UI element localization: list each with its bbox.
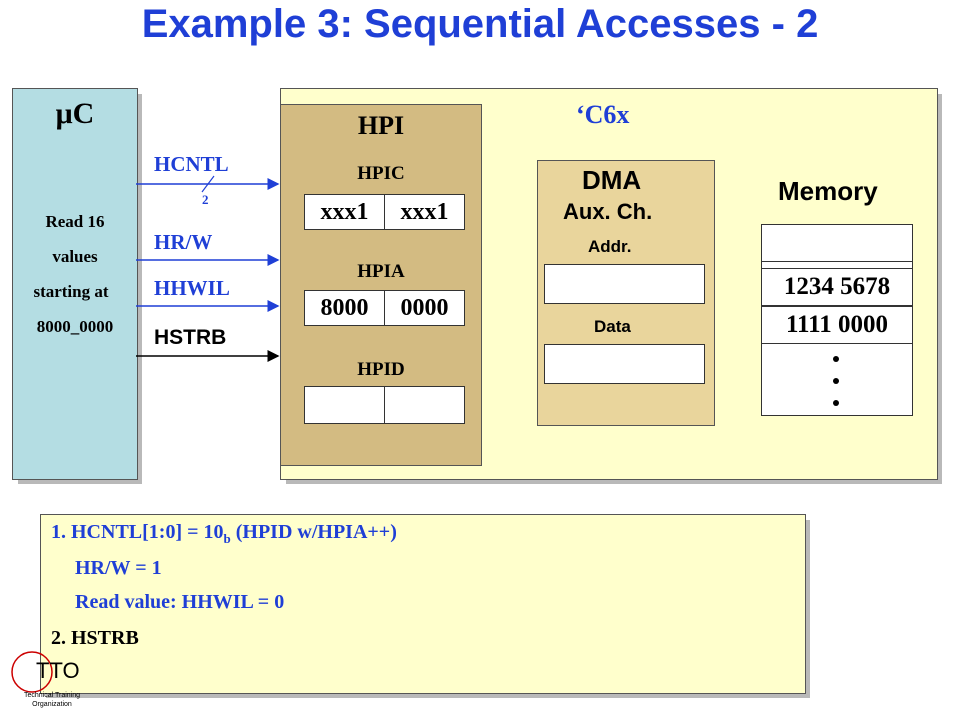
signal-hcntl-label: HCNTL (154, 152, 229, 176)
memory-continuation-dot (833, 356, 839, 362)
hpic-low-register: xxx1 (384, 194, 465, 230)
signal-hhwil-label: HHWIL (154, 276, 230, 300)
uc-desc-line-2: values (52, 247, 98, 266)
hpic-label: HPIC (357, 163, 405, 184)
hpid-low-register (384, 386, 465, 424)
tto-logo: TTO Technical Training Organization (8, 648, 88, 714)
hpi-label: HPI (357, 111, 405, 140)
hpia-label: HPIA (357, 261, 405, 282)
notes-box: 1. HCNTL[1:0] = 10b (HPID w/HPIA++) HR/W… (40, 514, 806, 694)
tto-caption-line-1: Technical Training (23, 692, 81, 699)
uc-desc-line-1: Read 16 (45, 212, 105, 231)
note-line-4: 2. HSTRB (51, 627, 139, 649)
memory-continuation-dot (833, 378, 839, 384)
page-title: Example 3: Sequential Accesses - 2 (141, 2, 819, 46)
tto-caption-line-2: Organization (32, 701, 72, 708)
uc-desc-line-4: 8000_0000 (36, 317, 114, 336)
memory-cell-1: 1234 5678 (761, 268, 913, 306)
c6x-label: ‘C6x (576, 100, 630, 129)
microcontroller-label: μC (55, 97, 95, 130)
hpid-high-register (304, 386, 385, 424)
tto-logo-circle (11, 651, 53, 693)
signal-hcntl-bus-width: 2 (202, 192, 209, 207)
dma-addr-register (544, 264, 705, 304)
dma-aux-channel-label: Aux. Ch. (563, 199, 653, 224)
note-line-1-prefix: 1. HCNTL[1:0] = 10 (51, 521, 224, 543)
memory-label: Memory (778, 176, 878, 206)
memory-continuation-dot (833, 400, 839, 406)
note-line-1-subscript: b (223, 531, 231, 546)
hpid-label: HPID (357, 359, 405, 380)
note-line-2: HR/W = 1 (75, 557, 162, 579)
dma-data-label: Data (594, 317, 631, 336)
signal-hrw-label: HR/W (154, 230, 213, 254)
tto-logo-text: TTO (36, 658, 80, 683)
memory-cell-0 (761, 224, 913, 262)
hcntl-bus-slash (201, 175, 215, 193)
dma-label: DMA (582, 165, 642, 195)
microcontroller-block: μC Read 16 values starting at 8000_0000 (12, 88, 138, 480)
note-line-1: 1. HCNTL[1:0] = 10b (HPID w/HPIA++) (51, 521, 397, 547)
hpia-low-register: 0000 (384, 290, 465, 326)
hpia-high-register: 8000 (304, 290, 385, 326)
uc-desc-line-3: starting at (33, 282, 109, 301)
note-line-3: Read value: HHWIL = 0 (75, 591, 285, 613)
note-line-1-suffix: (HPID w/HPIA++) (230, 521, 397, 543)
dma-addr-label: Addr. (588, 237, 632, 256)
memory-cell-2: 1111 0000 (761, 306, 913, 344)
dma-data-register (544, 344, 705, 384)
hpic-high-register: xxx1 (304, 194, 385, 230)
signal-hstrb-label: HSTRB (154, 326, 227, 349)
